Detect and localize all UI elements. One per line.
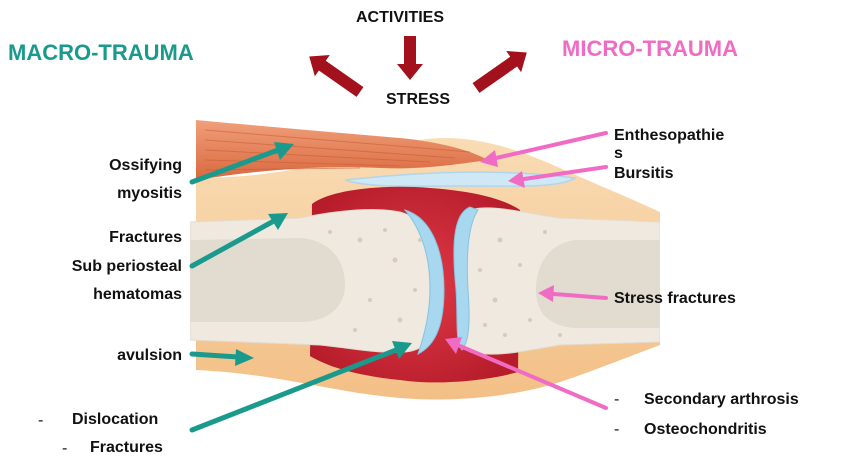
macro-trauma-title: MACRO-TRAUMA [8, 40, 194, 66]
list-marker: - [614, 391, 619, 409]
list-marker: - [614, 421, 619, 439]
subperiosteal-line-1: Sub periosteal [72, 257, 182, 277]
dislocation-label: Dislocation [72, 410, 158, 430]
stress-fractures-label: Stress fractures [614, 289, 736, 309]
right-bone [457, 208, 660, 354]
micro-trauma-title: MICRO-TRAUMA [562, 36, 738, 62]
bursitis-label: Bursitis [614, 164, 674, 184]
secondary-arthrosis-label: Secondary arthrosis [644, 390, 799, 410]
left-bone [190, 210, 440, 353]
enthesopathies-line-2: s [614, 144, 724, 164]
fractures-2-label: Fractures [90, 438, 163, 458]
osteochondritis-label: Osteochondritis [644, 420, 767, 440]
subperiosteal-line-2: hematomas [72, 285, 182, 305]
activities-label: ACTIVITIES [356, 8, 444, 28]
list-marker: - [62, 440, 67, 458]
stress-label: STRESS [386, 90, 450, 110]
enthesopathies-line-1: Enthesopathie [614, 126, 724, 146]
ossifying-line-1: Ossifying [109, 156, 182, 176]
enthesopathies-label: Enthesopathie s [614, 126, 724, 164]
list-marker: - [38, 412, 43, 430]
ossifying-line-2: myositis [109, 184, 182, 204]
avulsion-label: avulsion [117, 346, 182, 366]
fractures-label: Fractures [109, 228, 182, 248]
subperiosteal-label: Sub periosteal hematomas [72, 257, 182, 305]
ossifying-myositis-label: Ossifying myositis [109, 156, 182, 204]
